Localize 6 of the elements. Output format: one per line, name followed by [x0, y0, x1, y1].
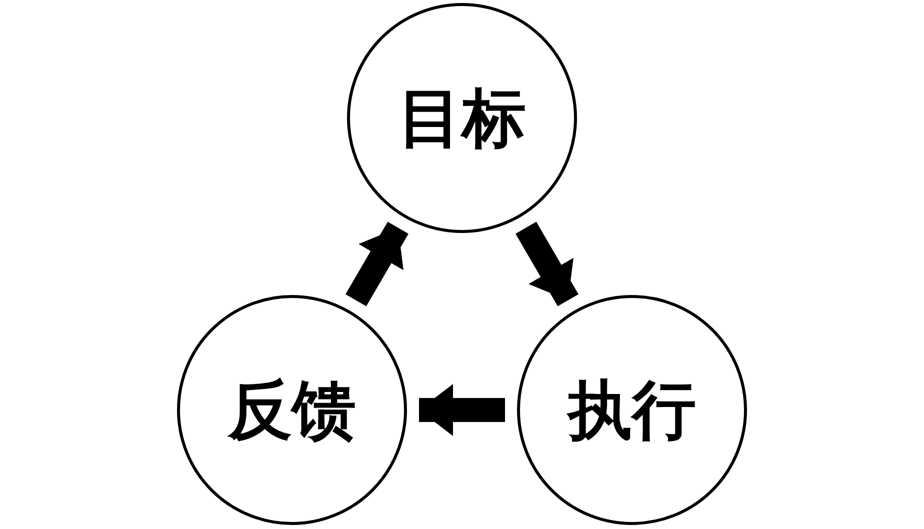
block-arrow [516, 222, 578, 306]
block-arrow [346, 222, 408, 306]
node-label: 执行 [568, 372, 696, 450]
node-label: 目标 [398, 80, 526, 158]
node-label: 反馈 [228, 372, 356, 450]
block-arrow [419, 384, 505, 436]
